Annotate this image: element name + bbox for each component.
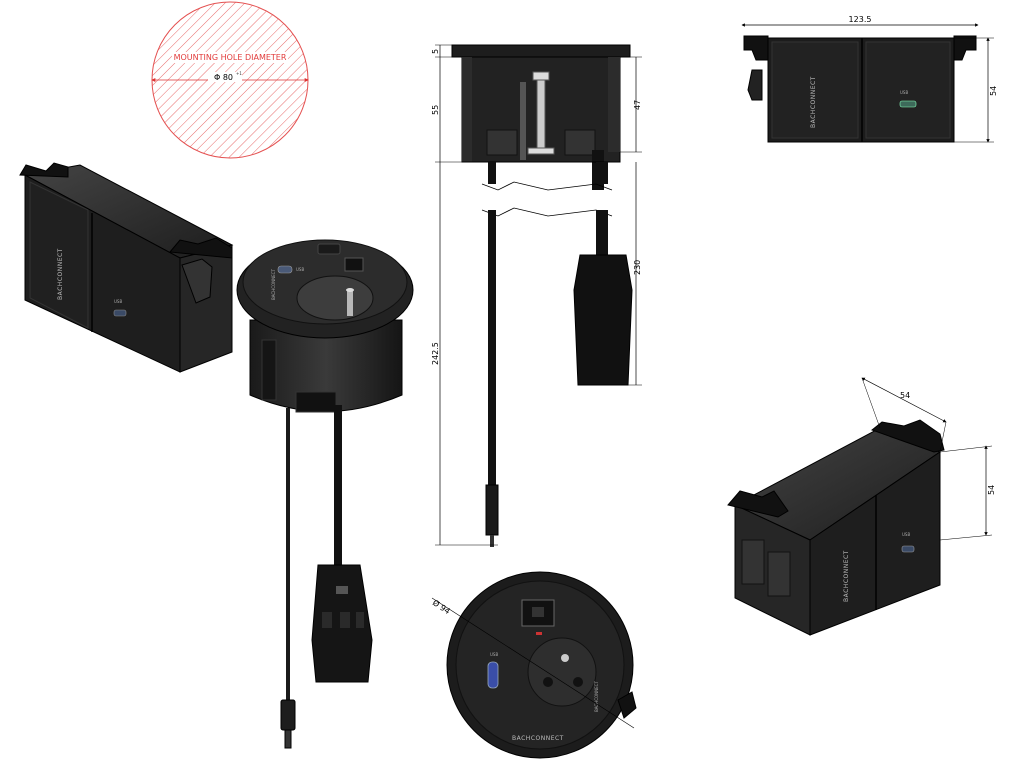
iso-grommet: USB BACHCONNECT bbox=[236, 239, 414, 749]
iso-right-dim-height: 54 bbox=[987, 485, 996, 495]
iso-left-usb-port bbox=[113, 309, 127, 317]
grommet-usb-label: USB bbox=[296, 267, 304, 272]
grommet-brand: BACHCONNECT bbox=[271, 269, 276, 300]
iso-right-brand: BACHCONNECT bbox=[843, 550, 850, 602]
front-usb-label: USB bbox=[490, 652, 498, 657]
front-dim-diameter: Ø 94 bbox=[431, 597, 452, 616]
hole-diameter-value: Φ 80 bbox=[214, 73, 233, 82]
front-round-view: USB BACHCONNECT BACHCONNECT Ø 94 bbox=[431, 571, 637, 759]
iso-right-usb-label: USB bbox=[902, 532, 910, 537]
grommet-usbc-plug bbox=[280, 699, 296, 731]
iso-right-usb-port bbox=[901, 545, 915, 553]
front-brand: BACHCONNECT bbox=[512, 735, 564, 742]
grommet-socket bbox=[296, 275, 374, 321]
top-view-unit: USB BACHCONNECT 123.5 54 bbox=[741, 15, 998, 143]
grommet-usb-port bbox=[277, 265, 293, 274]
iso-unit-left: BACHCONNECT USB bbox=[19, 162, 234, 373]
front-socket bbox=[527, 637, 597, 707]
iso-unit-right: USB BACHCONNECT 54 54 bbox=[727, 377, 996, 636]
side-dim-inner: 47 bbox=[633, 100, 642, 110]
hole-label: MOUNTING HOLE DIAMETER bbox=[174, 53, 287, 62]
front-diameter-line bbox=[431, 597, 635, 729]
front-earth-pin bbox=[561, 654, 569, 662]
side-flange bbox=[451, 44, 631, 58]
front-socket-brand: BACHCONNECT bbox=[594, 681, 599, 712]
top-view-brand: BACHCONNECT bbox=[810, 76, 817, 128]
mounting-hole-diagram: MOUNTING HOLE DIAMETER Φ 80 +1 bbox=[151, 1, 309, 159]
side-screw bbox=[536, 75, 546, 152]
top-view-usb-port bbox=[899, 100, 917, 108]
top-view-dim-width: 123.5 bbox=[849, 15, 872, 24]
iso-right-dim-depth: 54 bbox=[900, 391, 910, 400]
front-usb-port bbox=[487, 661, 499, 689]
side-dim-cable-power: 230 bbox=[633, 260, 642, 275]
side-dim-height: 55 bbox=[431, 105, 440, 115]
side-power-connector bbox=[573, 254, 633, 386]
top-view-usb-label: USB bbox=[900, 90, 908, 95]
side-dim-top: 5 bbox=[431, 49, 440, 54]
iso-left-usb-label: USB bbox=[114, 299, 122, 304]
side-section-view: 5 55 242.5 47 230 bbox=[431, 44, 642, 547]
top-view-dim-height: 54 bbox=[989, 86, 998, 96]
grommet-earth-pin bbox=[347, 290, 353, 316]
grommet-rj45-port bbox=[344, 257, 364, 272]
side-usbc-plug bbox=[485, 484, 499, 536]
iso-left-brand: BACHCONNECT bbox=[57, 248, 64, 300]
hole-tolerance: +1 bbox=[236, 71, 242, 76]
side-dim-cable-total: 242.5 bbox=[431, 342, 440, 365]
